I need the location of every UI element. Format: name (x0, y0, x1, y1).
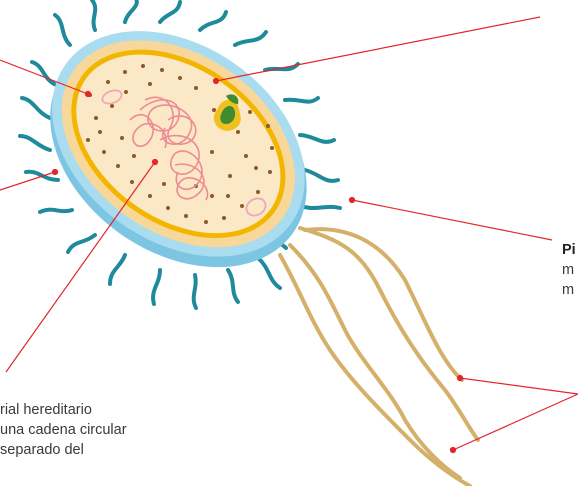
pili-line-2: m (562, 280, 576, 300)
pilus (160, 2, 180, 22)
pilus (235, 32, 266, 45)
cell-body (4, 0, 353, 315)
hereditary-line-2: una cadena circular (0, 420, 127, 440)
pilus (40, 210, 72, 212)
pilus (228, 270, 238, 302)
pili-title: Pi (562, 240, 576, 260)
label-hereditary-material: rial hereditario una cadena circular sep… (0, 400, 127, 460)
pointer-line-flagellum-2 (453, 394, 578, 450)
hereditary-line-3: separado del (0, 440, 127, 460)
pointer-line-top-right (216, 17, 540, 81)
flagellum-4 (305, 229, 462, 380)
pointer-line-pili (352, 200, 552, 240)
pilus (20, 136, 50, 150)
pilus (258, 258, 280, 288)
pilus (153, 270, 160, 304)
pilus (305, 170, 338, 181)
pili-line-1: m (562, 260, 576, 280)
pointer-line-flagellum-1 (460, 378, 578, 394)
pilus (200, 12, 226, 30)
pointer-line-left (0, 172, 55, 190)
pilus (22, 98, 50, 118)
hereditary-line-1: rial hereditario (0, 400, 127, 420)
pilus (285, 98, 318, 102)
pilus (125, 0, 137, 22)
pilus (110, 255, 125, 284)
pilus (265, 64, 298, 70)
pilus (55, 15, 70, 45)
flagellum-3 (280, 255, 470, 486)
pilus (300, 135, 334, 142)
pilus (92, 0, 95, 30)
label-pili: Pi m m (562, 240, 576, 300)
pilus (194, 275, 196, 308)
flagella (280, 228, 478, 486)
pilus (68, 235, 95, 252)
